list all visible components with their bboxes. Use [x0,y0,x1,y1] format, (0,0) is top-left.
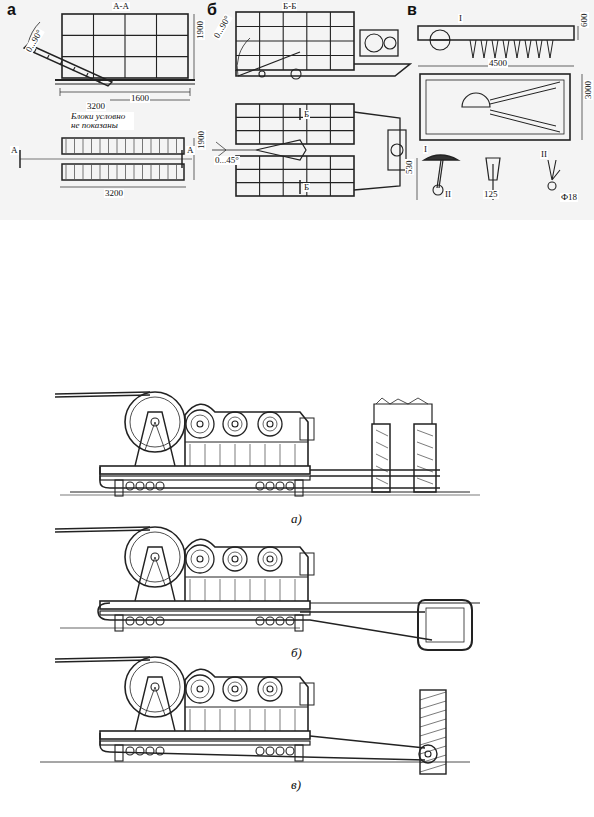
figure-caption: в) [290,778,302,791]
dimension-label: 0...45° [214,156,240,165]
dimension-label: 600 [580,13,589,29]
dimension-label: 125 [483,190,499,199]
dimension-label: 1600 [130,94,150,103]
dimension-label: Ф18 [560,193,578,202]
dimension-label: II [444,190,452,199]
dimension-label: А-А [112,2,130,11]
dimension-label: 1900 [197,130,206,150]
figure-caption: а) [290,512,303,525]
dimension-label: 530 [405,160,414,176]
dimension-label: 3200 [104,189,124,198]
dimension-label: 4500 [488,59,508,68]
dimension-label: 3200 [86,102,106,111]
dimension-label: 3000 [584,80,593,100]
dimension-label: II [540,150,548,159]
figure-caption: б) [290,646,303,659]
panel-letter: а [6,2,17,18]
dimension-label: I [458,14,463,23]
panel-letter: б [206,2,218,18]
dimension-label: 1900 [196,20,205,40]
dimension-label: А [10,146,19,155]
dimension-label: Б-Б [282,2,297,11]
dimension-label: I [423,145,428,154]
panel-letter: в [406,2,418,18]
dimension-label: Блоки условно не показаны [70,112,134,130]
dimension-label: Б [303,183,310,192]
dimension-label: А [186,146,195,155]
dimension-label: Б [303,110,310,119]
